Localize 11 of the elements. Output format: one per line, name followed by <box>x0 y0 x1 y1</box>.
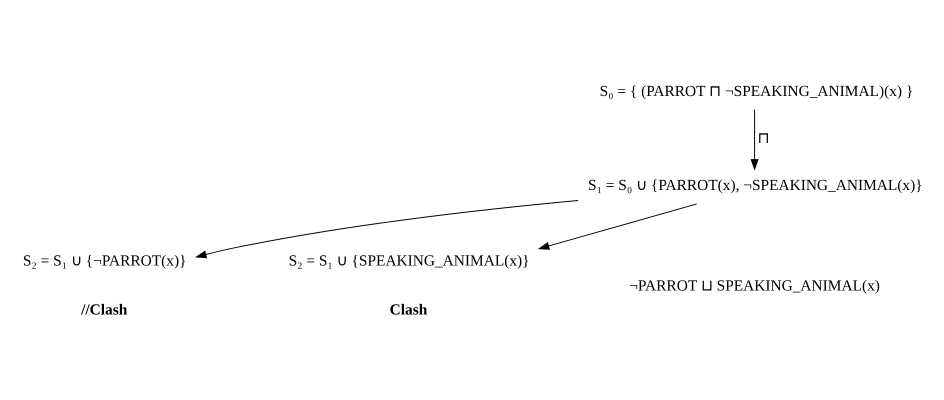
arrow <box>750 108 759 170</box>
node-text: S₁ = S₀ ∪ {PARROT(x), ¬SPEAKING_ANIMAL(x)} <box>588 176 923 194</box>
node-text: S₂ = S₁ ∪ {SPEAKING_ANIMAL(x)} <box>288 252 530 269</box>
node-text: S₂ = S₁ ∪ {¬PARROT(x)} <box>22 252 186 269</box>
arrow <box>538 202 698 250</box>
node-label: Clash <box>390 300 428 318</box>
node-label: //Clash <box>81 300 128 318</box>
edge-label: ⊓ <box>758 130 770 147</box>
label: ¬PARROT ⊔ SPEAKING_ANIMAL(x) <box>629 276 880 294</box>
arrow <box>194 200 579 258</box>
node-text: S₀ = { (PARROT ⊓ ¬SPEAKING_ANIMAL)(x) } <box>600 82 914 100</box>
